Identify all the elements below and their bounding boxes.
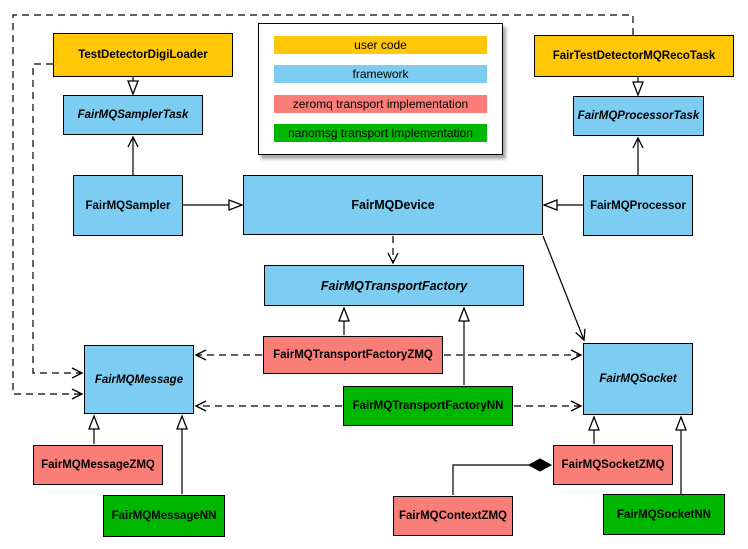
legend-item-zeromq: zeromq transport implementation	[274, 94, 487, 113]
node-fairmqsocket: FairMQSocket	[583, 343, 693, 415]
edge-recotask-message-dependency	[12, 14, 634, 400]
node-label: FairMQProcessorTask	[577, 110, 700, 122]
node-fairmqprocessortask: FairMQProcessorTask	[573, 96, 704, 136]
node-fairmqdevice: FairMQDevice	[243, 175, 543, 235]
legend-label: nanomsg transport implementation	[288, 125, 473, 140]
node-label: FairMQDevice	[351, 198, 435, 212]
node-fairmqcontextzmq: FairMQContextZMQ	[393, 496, 513, 536]
node-label: FairMQMessageNN	[111, 510, 217, 522]
node-label: FairMQMessageZMQ	[41, 459, 155, 471]
legend: user code framework zeromq transport imp…	[258, 23, 503, 155]
edge-device-socket-association	[542, 235, 586, 342]
edge-contextzmq-sockzmq-composition	[452, 458, 553, 495]
legend-item-nanomsg: nanomsg transport implementation	[274, 123, 487, 142]
node-label: FairMQMessage	[94, 373, 184, 386]
node-fairmqtransportfactory: FairMQTransportFactory	[264, 265, 524, 306]
legend-item-framework: framework	[274, 65, 487, 84]
node-label: FairMQTransportFactoryNN	[352, 400, 504, 412]
node-label: FairMQSocketZMQ	[561, 459, 665, 471]
node-label: FairMQProcessor	[590, 199, 686, 212]
node-fairmqtransportfactoryzmq: FairMQTransportFactoryZMQ	[263, 336, 443, 374]
node-label: FairMQSocketNN	[617, 508, 711, 521]
node-fairtestdetectormqrecotask: FairTestDetectorMQRecoTask	[534, 35, 734, 77]
node-label: FairMQSampler	[85, 199, 171, 212]
node-fairmqmessagenn: FairMQMessageNN	[103, 495, 225, 537]
node-fairmqmessage: FairMQMessage	[84, 345, 194, 414]
node-fairmqprocessor: FairMQProcessor	[583, 175, 693, 236]
node-fairmqsampler: FairMQSampler	[73, 175, 183, 236]
legend-label: framework	[352, 67, 409, 82]
node-fairmqmessagezmq: FairMQMessageZMQ	[33, 445, 163, 485]
node-fairmqsamplertask: FairMQSamplerTask	[63, 95, 203, 135]
node-fairmqtransportfactorynn: FairMQTransportFactoryNN	[343, 386, 513, 426]
node-label: FairMQSocket	[599, 373, 677, 385]
legend-item-user-code: user code	[274, 36, 487, 54]
node-testdetectordigiloader: TestDetectorDigiLoader	[53, 33, 233, 77]
node-fairmqsocketzmq: FairMQSocketZMQ	[553, 445, 673, 485]
node-label: FairTestDetectorMQRecoTask	[552, 50, 716, 62]
node-label: FairMQSamplerTask	[77, 109, 189, 121]
node-label: FairMQTransportFactory	[320, 278, 468, 293]
legend-label: user code	[354, 38, 407, 52]
node-fairmqsocketnn: FairMQSocketNN	[603, 494, 725, 535]
node-label: FairMQTransportFactoryZMQ	[273, 349, 433, 361]
edge-digiloader-message-dependency	[32, 63, 84, 379]
node-label: TestDetectorDigiLoader	[78, 49, 208, 61]
node-label: FairMQContextZMQ	[399, 510, 507, 522]
legend-label: zeromq transport implementation	[292, 96, 469, 111]
